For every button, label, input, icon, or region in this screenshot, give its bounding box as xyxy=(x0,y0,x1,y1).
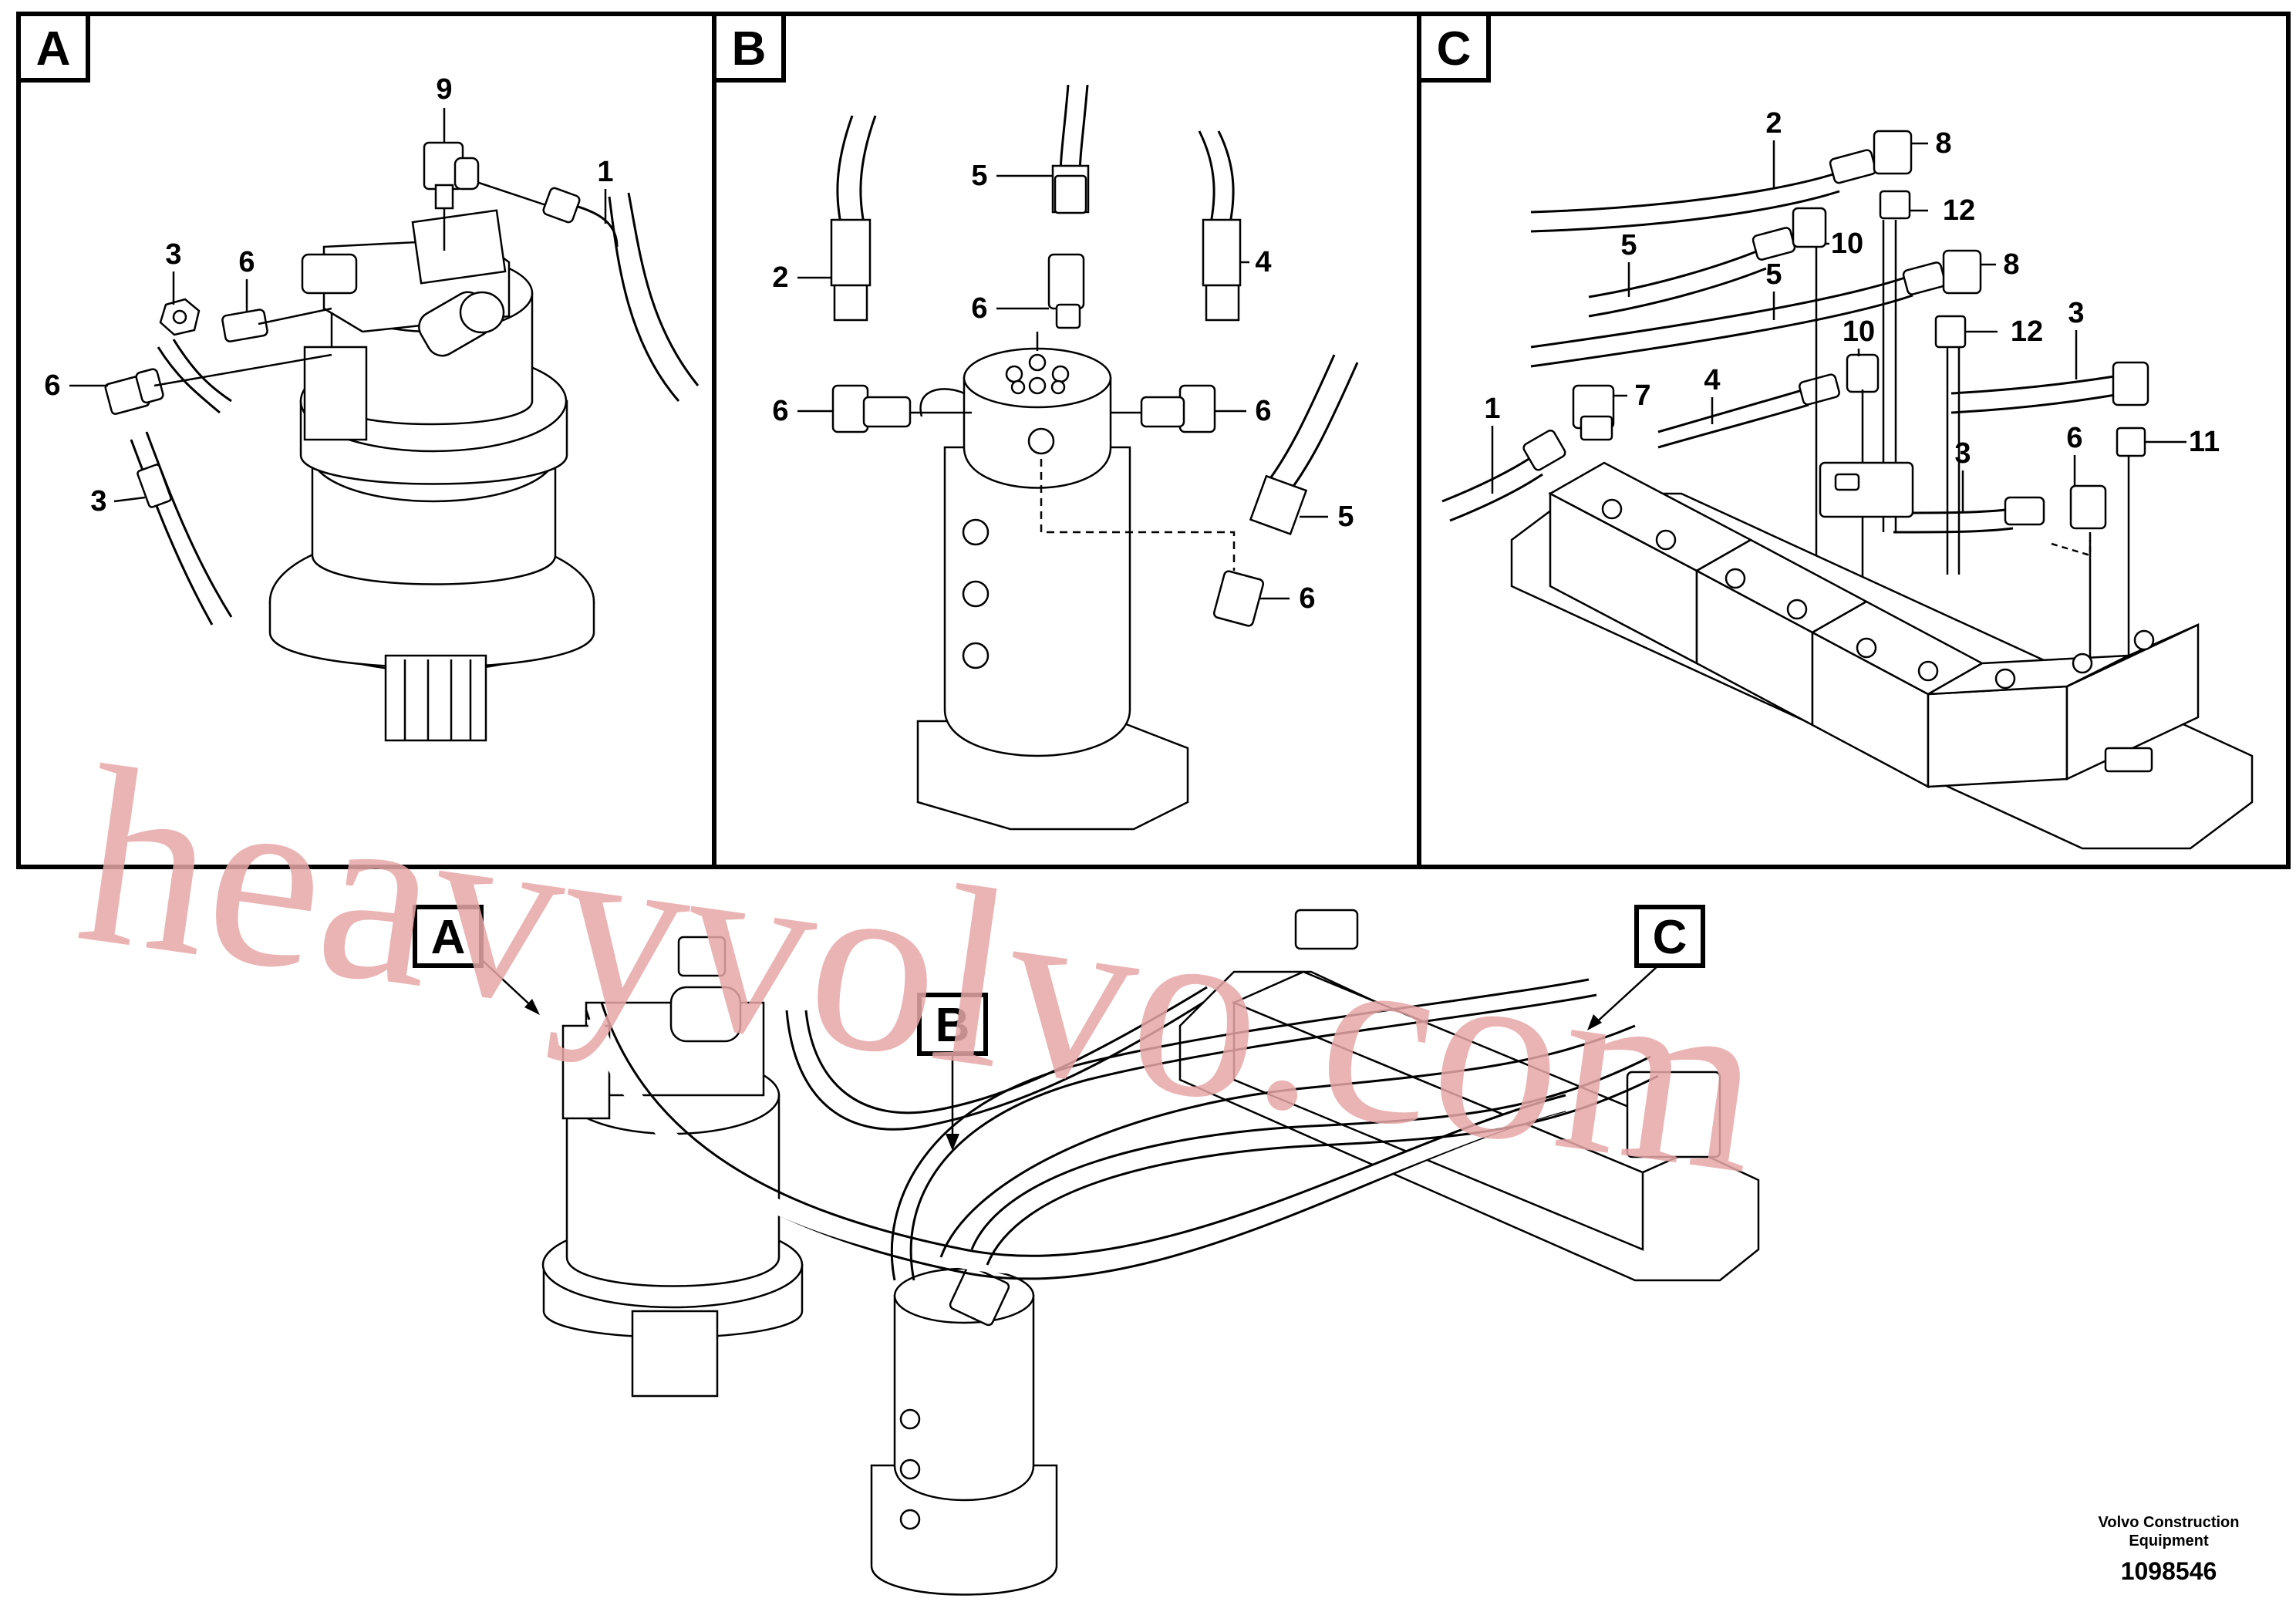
overview-assembly xyxy=(541,909,1760,1596)
callout-b-5-top: 5 xyxy=(971,160,987,192)
callout-a-3-left: 3 xyxy=(90,485,106,518)
callout-b-6-left: 6 xyxy=(772,395,788,427)
callout-c-5-left: 5 xyxy=(1620,229,1637,261)
callout-c-2: 2 xyxy=(1765,107,1782,140)
overview-label-a: A xyxy=(413,905,540,1015)
callout-c-3-right: 3 xyxy=(2068,297,2084,329)
callouts-panel-c: 2 8 12 5 10 5 8 12 3 10 4 7 1 3 6 11 xyxy=(1484,107,2220,513)
panel-c-label: C xyxy=(1417,12,1491,83)
callout-c-12-top: 12 xyxy=(1943,194,1975,227)
callout-c-7: 7 xyxy=(1634,379,1650,412)
callout-a-6-top: 6 xyxy=(238,246,255,278)
callout-c-10-top: 10 xyxy=(1831,228,1863,260)
callout-b-6-bottom: 6 xyxy=(1299,582,1315,615)
callouts-panel-a: 9 1 3 6 6 3 xyxy=(44,73,613,518)
svg-text:B: B xyxy=(936,999,970,1052)
panel-a-label: A xyxy=(16,12,90,83)
company-name-line2: Equipment xyxy=(2129,1533,2209,1549)
svg-text:C: C xyxy=(1653,911,1687,964)
svg-text:C: C xyxy=(1437,22,1472,76)
callout-c-1: 1 xyxy=(1484,393,1500,425)
company-name-line1: Volvo Construction xyxy=(2099,1514,2240,1531)
callout-b-5-right: 5 xyxy=(1337,501,1354,533)
panel-b-label: B xyxy=(712,12,786,83)
callout-c-6: 6 xyxy=(2066,422,2082,454)
overview-label-c: C xyxy=(1587,905,1705,1030)
callout-a-9: 9 xyxy=(436,73,452,106)
callout-c-5-mid: 5 xyxy=(1765,258,1782,291)
panel-c-control-valve xyxy=(1441,130,2254,850)
svg-text:B: B xyxy=(732,22,767,76)
callout-b-6-right: 6 xyxy=(1255,395,1271,427)
callout-c-4: 4 xyxy=(1704,364,1720,396)
callout-c-8-top: 8 xyxy=(1935,127,1951,160)
drawing-number: 1098546 xyxy=(2121,1557,2217,1585)
callout-b-2: 2 xyxy=(772,261,788,294)
callout-a-1: 1 xyxy=(597,156,613,188)
svg-text:A: A xyxy=(431,911,466,964)
panel-b-swivel-joint xyxy=(830,84,1359,831)
overview-label-b: B xyxy=(917,993,988,1151)
svg-text:A: A xyxy=(36,22,71,76)
panel-c-frame xyxy=(1417,12,2291,869)
callout-c-8-mid: 8 xyxy=(2003,248,2019,281)
footer: Volvo Construction Equipment 1098546 xyxy=(2099,1514,2240,1585)
callout-c-11: 11 xyxy=(2189,426,2220,458)
callouts-panel-b: 5 2 4 6 6 6 5 6 xyxy=(772,160,1354,615)
callout-a-3-top: 3 xyxy=(165,238,181,271)
callout-c-10-mid: 10 xyxy=(1843,315,1875,348)
callout-a-6-left: 6 xyxy=(44,369,60,402)
callout-c-12-mid: 12 xyxy=(2011,315,2043,348)
callout-c-3-lower: 3 xyxy=(1954,437,1971,470)
panel-a-swing-motor xyxy=(104,141,700,742)
callout-b-6-center: 6 xyxy=(971,292,987,325)
callout-b-4: 4 xyxy=(1255,246,1271,278)
